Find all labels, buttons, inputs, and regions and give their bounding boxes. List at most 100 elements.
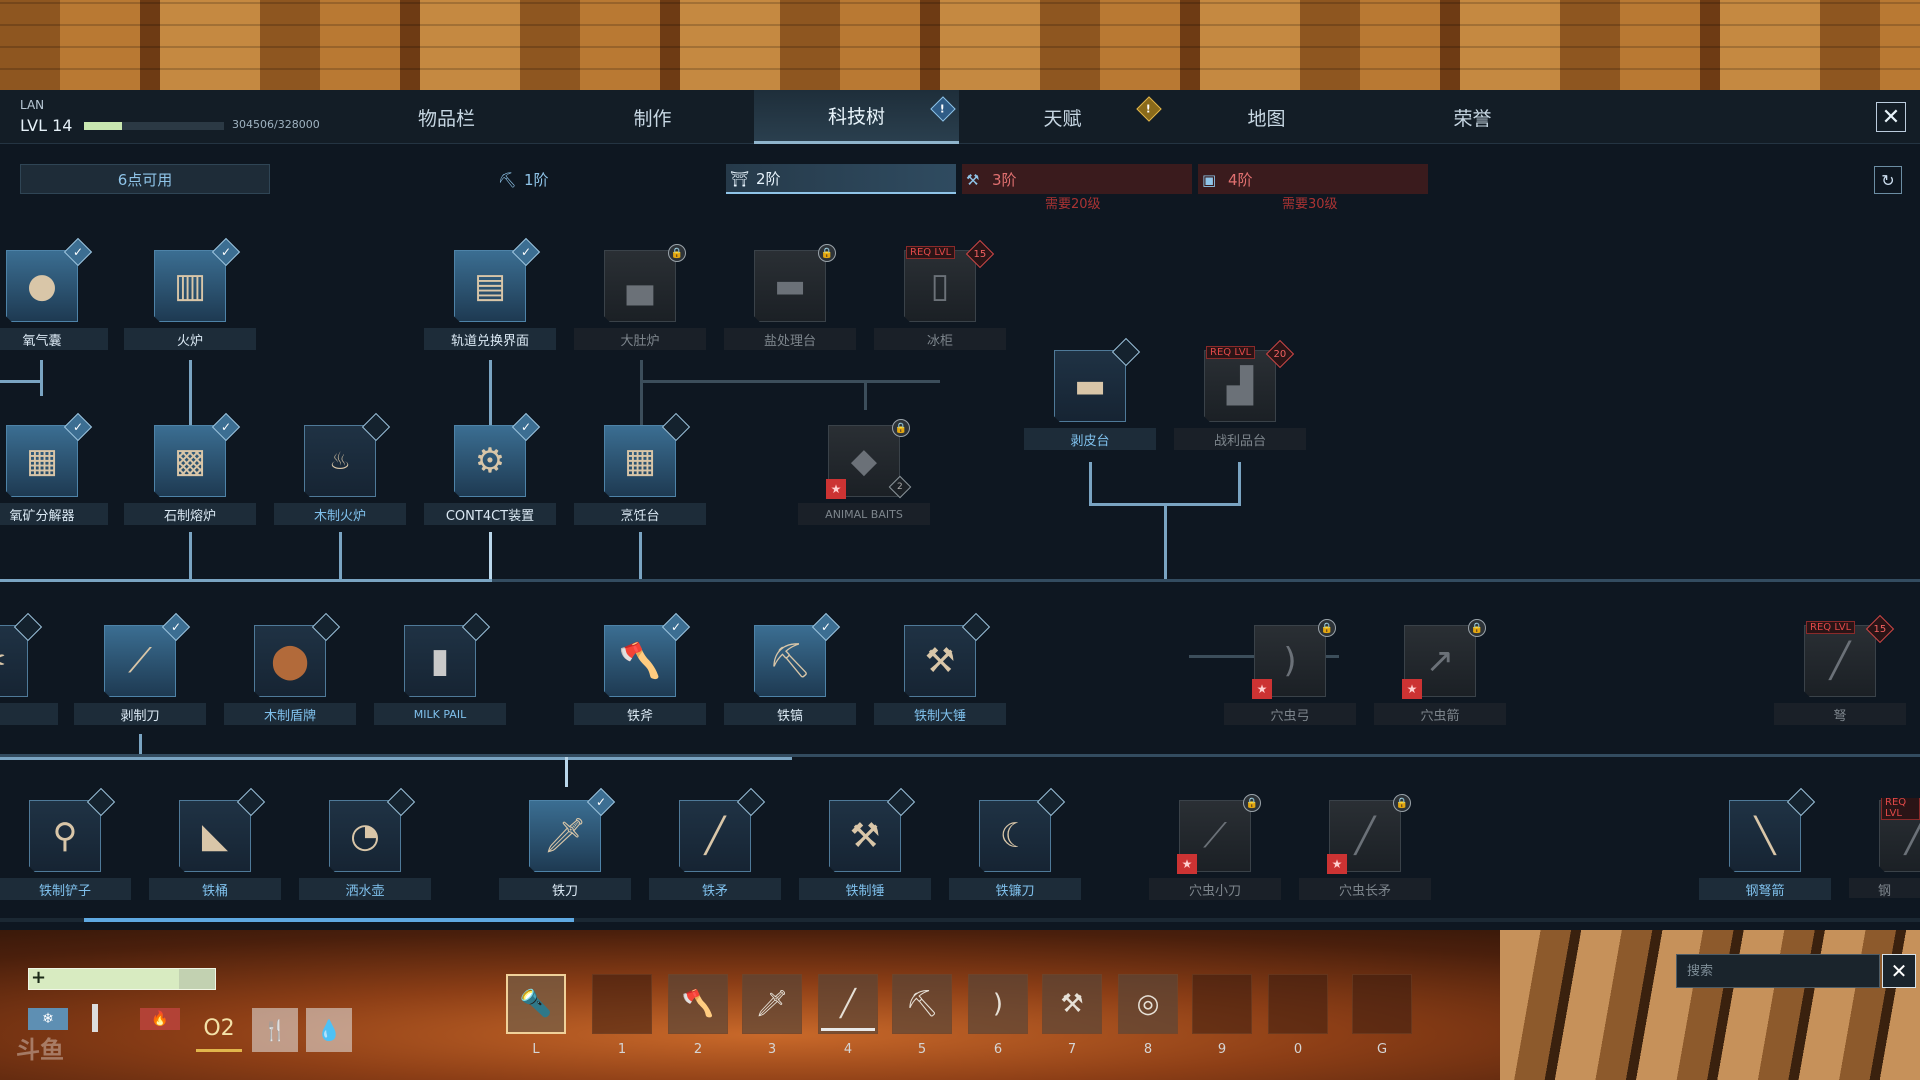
hotbar-slot-8[interactable]: ◎ [1118, 974, 1178, 1034]
tech-oxygen-separator[interactable]: ▦✓氧矿分解器 [0, 412, 108, 525]
oxygen-tank-icon: ● [27, 266, 57, 306]
tech-cave-worm-arrow[interactable]: ↗🔒★穴虫箭 [1374, 619, 1506, 725]
tech-contact-device[interactable]: ⚙✓CONT4CT装置 [424, 412, 556, 525]
tech-cave-worm-spear[interactable]: ╱🔒★穴虫长矛 [1299, 794, 1431, 900]
tech-icon-frame: 🪓 [604, 625, 676, 697]
tech-shears[interactable]: ✂剪 [0, 612, 58, 725]
tree-connector [489, 532, 492, 582]
hotbar-slot-1[interactable] [592, 974, 652, 1034]
hotbar-slot-0[interactable] [1268, 974, 1328, 1034]
tech-steel-bolt[interactable]: ╲钢弩箭 [1699, 787, 1831, 900]
tech-wood-furnace[interactable]: ♨木制火炉 [274, 412, 406, 525]
tech-skinning-knife[interactable]: ⟋✓剥制刀 [74, 612, 206, 725]
stove-icon: ▄ [626, 266, 654, 306]
tech-icon-frame: ⚒ [829, 800, 901, 872]
hotbar-slot-6[interactable]: ) [968, 974, 1028, 1034]
tech-iron-sickle[interactable]: ☾铁镰刀 [949, 787, 1081, 900]
health-bar: + [28, 967, 216, 990]
tech-cave-worm-bow[interactable]: )🔒★穴虫弓 [1224, 619, 1356, 725]
tech-label: 铁斧 [574, 703, 706, 725]
star-icon: ★ [1252, 679, 1272, 699]
spear-icon: ╱ [840, 989, 856, 1019]
tech-iron-knife[interactable]: 🗡✓铁刀 [499, 787, 631, 900]
tech-icon-frame: ▥ [154, 250, 226, 322]
tech-cooking-station[interactable]: ▦烹饪台 [574, 412, 706, 525]
tab-honors[interactable]: 荣誉 [1453, 107, 1492, 130]
tier-2-tab[interactable]: ⛩2阶 [726, 164, 956, 194]
tree-connector [1164, 503, 1167, 582]
lock-icon: 🔒 [668, 244, 686, 262]
tech-potbelly-stove[interactable]: ▄ 🔒 大肚炉 [574, 244, 706, 350]
tree-connector [0, 754, 1920, 757]
search-input[interactable] [1676, 954, 1880, 988]
tech-label: ANIMAL BAITS [798, 503, 930, 525]
tree-connector [639, 532, 642, 582]
tech-label: 铁镰刀 [949, 878, 1081, 900]
tech-label: 大肚炉 [574, 328, 706, 350]
tech-orbital-exchange[interactable]: ▤✓轨道兑换界面 [424, 237, 556, 350]
refresh-button[interactable]: ↻ [1874, 166, 1902, 194]
shield-icon: ⬤ [270, 641, 310, 681]
tech-label: 战利品台 [1174, 428, 1306, 450]
tech-oxygen-tank[interactable]: ●✓氧气囊 [0, 237, 108, 350]
tech-iron-bucket[interactable]: ◣铁桶 [149, 787, 281, 900]
hotbar-slot-7[interactable]: ⚒ [1042, 974, 1102, 1034]
tech-label: 铁矛 [649, 878, 781, 900]
tech-milk-pail[interactable]: ▮MILK PAIL [374, 612, 506, 725]
tech-icon-frame: ╲ [1729, 800, 1801, 872]
tech-iron-hammer[interactable]: ⚒铁制锤 [799, 787, 931, 900]
hotbar-slot-l[interactable]: 🔦 [506, 974, 566, 1034]
tech-label: 木制火炉 [274, 503, 406, 525]
sledgehammer-icon: ⚒ [924, 641, 956, 681]
hotbar-slot-4[interactable]: ╱ [818, 974, 878, 1034]
horizontal-scrollbar-thumb[interactable] [84, 918, 574, 922]
search-clear-button[interactable]: ✕ [1882, 954, 1916, 988]
tech-furnace[interactable]: ▥✓火炉 [124, 237, 256, 350]
tier-1-tab[interactable]: ⛏1阶 [494, 164, 724, 194]
required-level-label: REQ LVL [1206, 346, 1256, 359]
hotbar-slot-g[interactable] [1352, 974, 1412, 1034]
required-level-label: REQ LVL [1806, 621, 1856, 634]
tech-watering-can[interactable]: ◔洒水壶 [299, 787, 431, 900]
tech-stone-smelter[interactable]: ▩✓石制熔炉 [124, 412, 256, 525]
tab-inventory[interactable]: 物品栏 [417, 107, 475, 130]
close-icon: ✕ [1890, 959, 1908, 983]
tech-skinning-table[interactable]: ▬剥皮台 [1024, 337, 1156, 450]
tree-connector [339, 532, 342, 582]
tech-icon-frame: ● [6, 250, 78, 322]
hotbar-slot-3[interactable]: 🗡 [742, 974, 802, 1034]
hotbar-slot-5[interactable]: ⛏ [892, 974, 952, 1034]
close-button[interactable]: ✕ [1876, 102, 1906, 132]
tech-label: 铁刀 [499, 878, 631, 900]
star-icon: ★ [826, 479, 846, 499]
tech-salt-table[interactable]: ▬🔒盐处理台 [724, 244, 856, 350]
tech-iron-shovel[interactable]: ⚲铁制铲子 [0, 787, 131, 900]
tab-talents[interactable]: 天赋 [1043, 107, 1082, 130]
tree-connector [565, 757, 568, 787]
tech-iron-axe[interactable]: 🪓✓铁斧 [574, 612, 706, 725]
tech-iron-pickaxe[interactable]: ⛏✓铁镐 [724, 612, 856, 725]
cold-icon: ❄ [28, 1008, 68, 1030]
salt-table-icon: ▬ [773, 266, 807, 306]
hotbar-slot-2[interactable]: 🪓 [668, 974, 728, 1034]
worm-knife-icon: ⟋ [1203, 816, 1227, 856]
tech-iron-spear[interactable]: ╱铁矛 [649, 787, 781, 900]
tier-4-tab[interactable]: ▣4阶 [1198, 164, 1428, 194]
tech-wooden-shield[interactable]: ⬤木制盾牌 [224, 612, 356, 725]
tech-cave-worm-knife[interactable]: ⟋🔒★穴虫小刀 [1149, 794, 1281, 900]
tab-map[interactable]: 地图 [1247, 107, 1286, 130]
tab-tech-tree[interactable]: 科技树 [754, 90, 959, 144]
star-icon: ★ [1402, 679, 1422, 699]
horizontal-scrollbar-track[interactable] [0, 918, 1920, 922]
tier-3-tab[interactable]: ⚒3阶 [962, 164, 1192, 194]
tech-iron-sledgehammer[interactable]: ⚒铁制大锤 [874, 612, 1006, 725]
hammer-icon: ⚒ [849, 816, 881, 856]
tab-crafting[interactable]: 制作 [633, 107, 672, 130]
hotbar-slot-9[interactable] [1192, 974, 1252, 1034]
hotkey-label: 1 [617, 1042, 627, 1057]
